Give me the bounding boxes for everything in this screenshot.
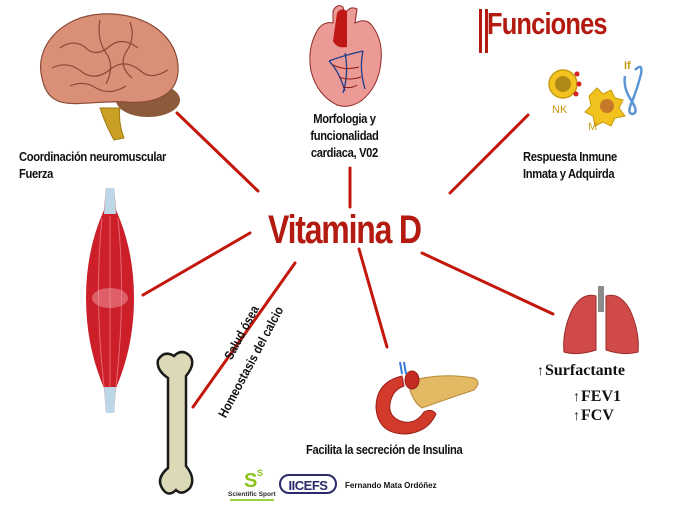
iicefs-logo: IICEFS [279, 474, 337, 494]
connector-muscle [141, 231, 252, 297]
label-pancreas: Facilita la secreción de Insulina [306, 442, 463, 457]
scientific-sport-logo: S S Scientific Sport [228, 468, 276, 502]
brain-line-2: Fuerza [19, 166, 53, 181]
label-lungs-surfactant: ↑Surfactante [537, 362, 625, 380]
up-arrow-icon: ↑ [537, 364, 544, 379]
cell-label-m: M [588, 121, 598, 133]
author-name: Fernando Mata Ordóñez [345, 481, 437, 490]
immune-line-1: Respuesta Inmune [523, 149, 617, 164]
label-heart: Morfologia y funcionalidad cardiaca, V02 [298, 110, 391, 161]
label-immune: Respuesta Inmune Inmata y Adquirda [523, 148, 617, 182]
heart-line-1: Morfologia y [313, 111, 376, 126]
heart-line-2: funcionalidad [310, 128, 379, 143]
up-arrow-icon: ↑ [573, 409, 580, 424]
fev1-text: FEV1 [581, 388, 621, 405]
title-bars-icon [479, 9, 489, 58]
page-title: Funciones [487, 6, 608, 41]
lungs-icon [563, 286, 639, 355]
label-brain: Coordinación neuromuscular Fuerza [19, 148, 166, 182]
connector-brain [175, 111, 260, 193]
logo-s-sup: S [257, 468, 264, 478]
cell-label-nk: NK [552, 104, 568, 116]
connector-immune [448, 113, 530, 195]
center-node-vitamin-d: Vitamina D [268, 208, 422, 252]
up-arrow-icon: ↑ [573, 390, 580, 405]
connector-bone [191, 261, 297, 409]
pancreas-icon [375, 362, 479, 435]
immune-line-2: Inmata y Adquirda [523, 166, 615, 181]
fev1-row: ↑FEV1 [573, 388, 621, 407]
logo-scientific-sport-text: Scientific Sport [228, 491, 276, 498]
logo-underline [230, 499, 274, 501]
immune-cells-icon [548, 65, 643, 127]
connector-pancreas [357, 247, 389, 349]
cell-label-if: If [624, 60, 631, 72]
logo-s-mark: S [244, 470, 258, 492]
bone-icon [156, 350, 194, 495]
brain-icon [40, 13, 180, 141]
connector-lungs [420, 251, 555, 316]
surfactant-text: Surfactante [545, 362, 625, 379]
fcv-text: FCV [581, 407, 614, 424]
fcv-row: ↑FCV [573, 407, 621, 426]
heart-icon [309, 5, 382, 107]
label-lungs-function: ↑FEV1 ↑FCV [573, 388, 621, 426]
brain-line-1: Coordinación neuromuscular [19, 149, 166, 164]
muscle-icon [86, 188, 134, 413]
heart-line-3: cardiaca, V02 [310, 145, 378, 160]
